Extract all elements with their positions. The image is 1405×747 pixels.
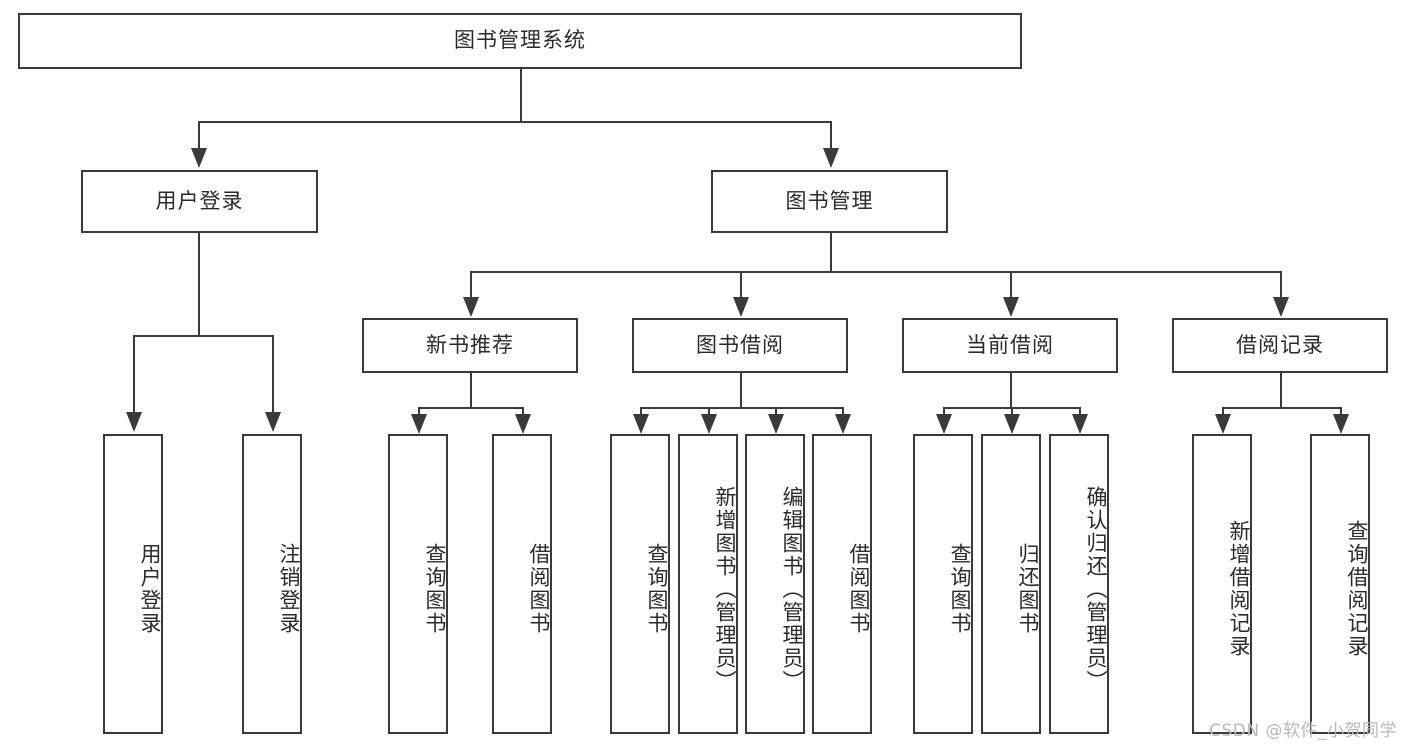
edge-current-borrow-to-leaf11	[1079, 407, 1081, 415]
edge-root-bar	[198, 121, 830, 123]
arrow-to-user-login	[191, 148, 207, 168]
edge-book-mgmt-bar	[470, 271, 1280, 273]
node-label: 注销登录	[277, 543, 301, 635]
edge-new-book-bar	[418, 407, 522, 409]
node-leaf-query-book-3[interactable]: 查询图书	[913, 434, 973, 734]
node-borrow-record[interactable]: 借阅记录	[1172, 318, 1388, 373]
node-leaf-add-borrow-record[interactable]: 新增借阅记录	[1192, 434, 1252, 734]
arrow-to-leaf06	[701, 414, 717, 434]
edge-borrow-record-stem	[1280, 373, 1282, 407]
node-label: 新增图书（管理员）	[713, 485, 737, 693]
node-label: 当前借阅	[966, 332, 1054, 357]
node-leaf-borrow-book-2[interactable]: 借阅图书	[812, 434, 872, 734]
node-leaf-borrow-book-1[interactable]: 借阅图书	[492, 434, 552, 734]
edge-new-book-to-leaf04	[522, 407, 524, 415]
edge-book-mgmt-to-borrow-record	[1280, 271, 1282, 298]
node-current-borrow[interactable]: 当前借阅	[902, 318, 1118, 373]
node-label: 借阅图书	[527, 543, 551, 635]
arrow-to-leaf07	[768, 414, 784, 434]
arrow-to-book-borrow	[733, 297, 749, 317]
edge-root-to-user-login	[198, 121, 200, 149]
edge-book-mgmt-to-new-book	[470, 271, 472, 298]
edge-root-to-book-mgmt	[830, 121, 832, 149]
edge-borrow-record-bar	[1222, 407, 1340, 409]
node-leaf-query-borrow-record[interactable]: 查询借阅记录	[1310, 434, 1370, 734]
node-label: 新增借阅记录	[1227, 520, 1251, 658]
node-leaf-edit-book-admin[interactable]: 编辑图书（管理员）	[745, 434, 805, 734]
arrow-to-leaf10	[1004, 414, 1020, 434]
node-new-book-recommend[interactable]: 新书推荐	[362, 318, 578, 373]
arrow-to-leaf04	[515, 414, 531, 434]
arrow-to-current-borrow	[1003, 297, 1019, 317]
node-label: 图书借阅	[696, 332, 784, 357]
edge-book-borrow-to-leaf05	[640, 407, 642, 415]
node-leaf-return-book[interactable]: 归还图书	[981, 434, 1041, 734]
arrow-to-leaf13	[1333, 414, 1349, 434]
node-label: 图书管理系统	[454, 28, 586, 53]
edge-new-book-to-leaf03	[418, 407, 420, 415]
node-label: 新书推荐	[426, 332, 514, 357]
node-label: 图书管理	[785, 188, 874, 213]
node-leaf-add-book-admin[interactable]: 新增图书（管理员）	[678, 434, 738, 734]
node-label: 借阅记录	[1236, 332, 1324, 357]
edge-current-borrow-to-leaf10	[1011, 407, 1013, 415]
arrow-to-book-mgmt	[823, 148, 839, 168]
arrow-to-leaf09	[936, 414, 952, 434]
edge-book-mgmt-to-book-borrow	[740, 271, 742, 298]
node-label: 借阅图书	[847, 543, 871, 635]
node-label: 用户登录	[155, 188, 244, 213]
edge-user-login-to-leaf02	[272, 335, 274, 413]
node-leaf-confirm-return-admin[interactable]: 确认归还（管理员）	[1049, 434, 1109, 734]
edge-book-borrow-to-leaf08	[842, 407, 844, 415]
node-leaf-logout[interactable]: 注销登录	[242, 434, 302, 734]
arrow-to-leaf03	[411, 414, 427, 434]
edge-book-mgmt-stem	[830, 233, 832, 271]
node-leaf-query-book-2[interactable]: 查询图书	[610, 434, 670, 734]
arrow-to-leaf08	[835, 414, 851, 434]
node-book-borrow[interactable]: 图书借阅	[632, 318, 848, 373]
node-label: 编辑图书（管理员）	[780, 485, 804, 693]
node-label: 查询图书	[645, 543, 669, 635]
edge-book-borrow-to-leaf07	[775, 407, 777, 415]
node-root-book-management-system[interactable]: 图书管理系统	[18, 13, 1022, 69]
edge-current-borrow-stem	[1010, 373, 1012, 407]
arrow-to-leaf12	[1215, 414, 1231, 434]
edge-new-book-stem	[470, 373, 472, 407]
csdn-watermark: CSDN @软件_小贺同学	[1209, 721, 1397, 741]
node-label: 查询图书	[423, 543, 447, 635]
arrow-to-borrow-record	[1273, 297, 1289, 317]
arrow-to-new-book-rec	[463, 297, 479, 317]
edge-book-borrow-to-leaf06	[708, 407, 710, 415]
node-label: 归还图书	[1016, 543, 1040, 635]
edge-user-login-bar	[133, 335, 273, 337]
node-label: 查询借阅记录	[1345, 520, 1369, 658]
edge-user-login-stem	[198, 233, 200, 335]
edge-current-borrow-to-leaf09	[943, 407, 945, 415]
node-leaf-user-login[interactable]: 用户登录	[103, 434, 163, 734]
edge-borrow-record-to-leaf12	[1222, 407, 1224, 415]
arrow-to-leaf11	[1072, 414, 1088, 434]
edge-root-stem	[520, 69, 522, 121]
node-leaf-query-book-1[interactable]: 查询图书	[388, 434, 448, 734]
arrow-to-leaf05	[633, 414, 649, 434]
edge-borrow-record-to-leaf13	[1340, 407, 1342, 415]
node-label: 查询图书	[948, 543, 972, 635]
arrow-to-leaf02	[265, 412, 281, 432]
edge-user-login-to-leaf01	[133, 335, 135, 413]
edge-book-mgmt-to-current-borrow	[1010, 271, 1012, 298]
edge-book-borrow-stem	[740, 373, 742, 407]
arrow-to-leaf01	[126, 412, 142, 432]
node-user-login[interactable]: 用户登录	[81, 170, 318, 233]
node-label: 确认归还（管理员）	[1084, 485, 1108, 693]
edge-book-borrow-bar	[640, 407, 842, 409]
node-book-management[interactable]: 图书管理	[711, 170, 948, 233]
node-label: 用户登录	[138, 543, 162, 635]
